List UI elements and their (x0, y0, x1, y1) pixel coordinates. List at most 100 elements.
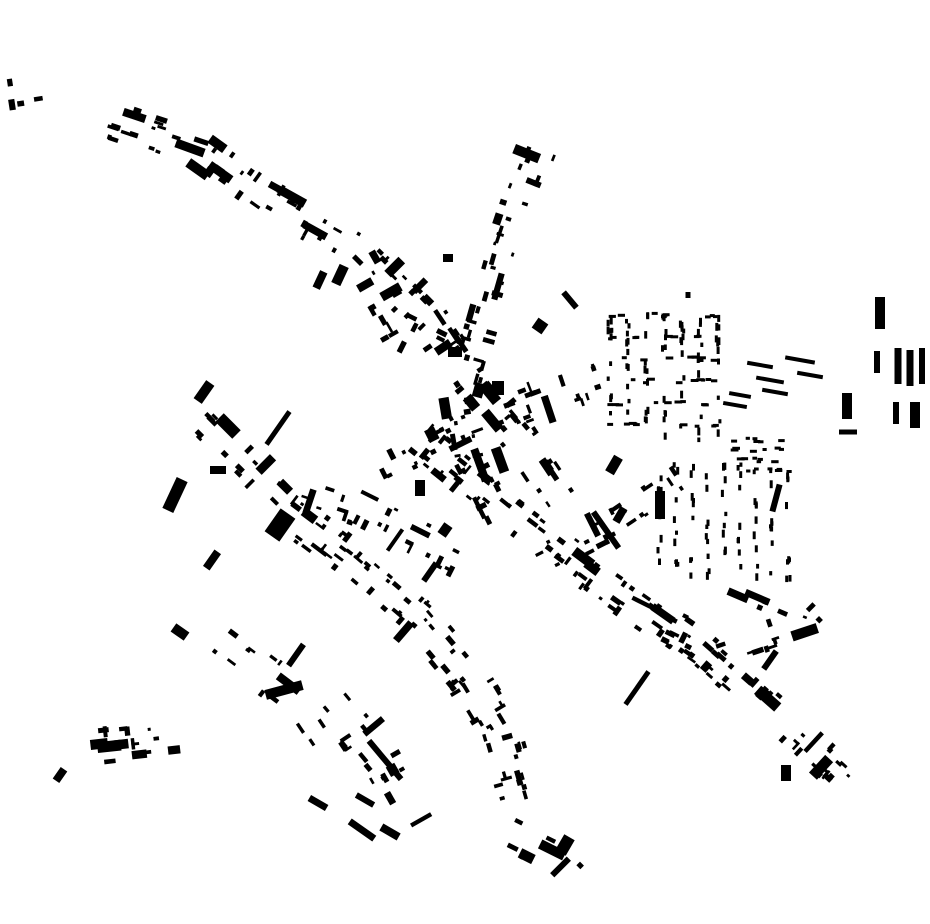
building (384, 507, 393, 517)
building (665, 356, 674, 360)
building (317, 718, 326, 729)
building (694, 424, 700, 428)
building (811, 762, 820, 771)
building (623, 670, 651, 706)
building (714, 681, 723, 689)
building (697, 370, 701, 378)
building (471, 381, 486, 399)
building (244, 444, 255, 455)
building (701, 403, 708, 407)
building (692, 463, 695, 471)
building (756, 460, 762, 464)
building (471, 433, 476, 439)
building (517, 848, 536, 865)
building (505, 216, 512, 222)
building (875, 297, 885, 329)
building (595, 539, 608, 550)
building (702, 641, 715, 653)
building (705, 663, 714, 672)
building (490, 265, 497, 271)
building (323, 514, 331, 522)
building (277, 478, 294, 495)
building (710, 649, 722, 660)
building (701, 378, 706, 382)
building (625, 517, 637, 527)
building (499, 441, 507, 448)
building (605, 454, 623, 476)
building (286, 199, 298, 208)
building (556, 536, 567, 546)
building (290, 501, 302, 513)
building (612, 506, 628, 524)
building (486, 677, 495, 684)
building (395, 615, 405, 626)
building (633, 423, 640, 427)
building (670, 335, 679, 339)
building (471, 427, 484, 435)
building (674, 559, 678, 564)
building (526, 517, 539, 528)
building (520, 772, 525, 781)
building (385, 321, 394, 333)
building (553, 460, 562, 471)
building (796, 370, 824, 380)
building (539, 518, 546, 525)
building (607, 422, 614, 426)
building (338, 544, 348, 553)
building (215, 413, 241, 439)
building (645, 368, 649, 374)
building (582, 578, 594, 590)
building (717, 358, 720, 365)
building (477, 719, 484, 727)
building (655, 491, 665, 519)
building (656, 547, 660, 554)
building (106, 134, 113, 140)
building (390, 749, 401, 759)
building (724, 511, 728, 517)
building (443, 309, 449, 315)
building (515, 778, 523, 786)
building (413, 460, 419, 466)
building (728, 391, 752, 399)
building (574, 396, 582, 403)
building (704, 473, 708, 480)
building (643, 512, 649, 517)
building (522, 790, 529, 800)
building (756, 604, 764, 612)
building (758, 440, 764, 444)
building (499, 497, 510, 507)
building (289, 494, 299, 506)
building (906, 350, 914, 386)
building (686, 656, 696, 664)
building (732, 446, 740, 450)
building (386, 447, 397, 461)
building (33, 95, 43, 102)
building (609, 317, 613, 325)
building (644, 331, 648, 339)
building (778, 447, 784, 451)
building (646, 377, 655, 381)
building (623, 422, 630, 426)
building (788, 557, 791, 562)
building (666, 334, 673, 338)
building (696, 352, 700, 360)
building (660, 636, 670, 645)
building (110, 122, 121, 131)
building (437, 434, 448, 445)
building (689, 572, 693, 579)
building (627, 398, 631, 404)
building (661, 345, 664, 352)
building (133, 106, 142, 114)
building (590, 510, 622, 550)
building (664, 334, 667, 341)
building (786, 472, 790, 480)
building (514, 817, 524, 826)
building (643, 365, 647, 374)
building (584, 511, 601, 538)
building (89, 738, 109, 750)
building (369, 777, 375, 785)
building (417, 322, 426, 331)
building (482, 733, 488, 742)
building (421, 561, 439, 583)
building (517, 741, 523, 750)
